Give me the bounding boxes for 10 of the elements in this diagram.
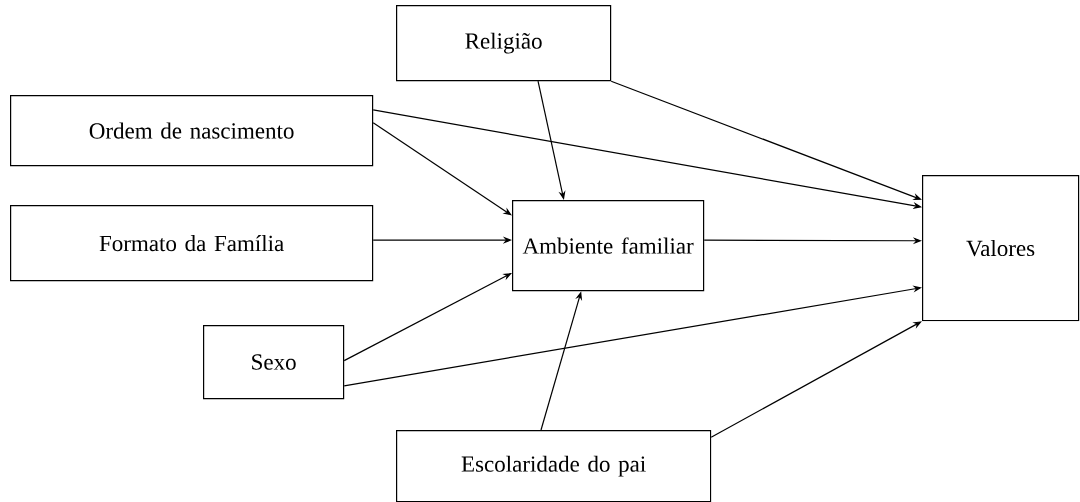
arrow xyxy=(710,321,922,438)
box: Valores xyxy=(922,175,1080,322)
box: Religião xyxy=(396,5,612,82)
arrow xyxy=(372,122,512,216)
box: Formato da Família xyxy=(10,205,374,282)
box: Ordem de nascimento xyxy=(10,95,374,167)
box: Ambiente familiar xyxy=(512,200,705,292)
box: Sexo xyxy=(203,325,345,400)
box: Escolaridade do pai xyxy=(396,430,712,502)
arrow xyxy=(610,80,922,200)
